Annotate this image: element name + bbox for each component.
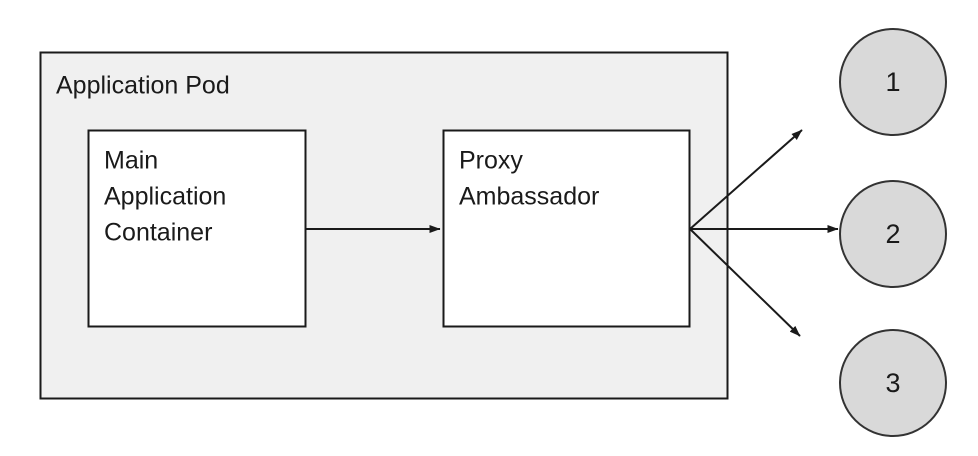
proxy-ambassador-line-2: Ambassador — [459, 183, 599, 211]
application-pod-label: Application Pod — [56, 72, 230, 100]
endpoint-circle-3[interactable] — [839, 329, 947, 437]
connector-proxy-to-endpoint-3[interactable] — [689, 228, 801, 337]
main-application-container-line-2: Application — [104, 183, 226, 211]
endpoint-label-3: 3 — [885, 368, 900, 398]
endpoint-label-2: 2 — [885, 219, 900, 249]
main-application-container-line-3: Container — [104, 219, 212, 247]
proxy-ambassador-line-1: Proxy — [459, 147, 523, 175]
main-application-container-line-1: Main — [104, 147, 158, 175]
endpoint-circle-1[interactable] — [839, 28, 947, 136]
endpoint-circle-2[interactable] — [839, 180, 947, 288]
proxy-ambassador-container-box[interactable] — [442, 129, 691, 328]
main-application-container-box[interactable] — [87, 129, 307, 328]
endpoint-label-1: 1 — [885, 67, 900, 97]
connector-proxy-to-endpoint-1[interactable] — [689, 129, 803, 230]
